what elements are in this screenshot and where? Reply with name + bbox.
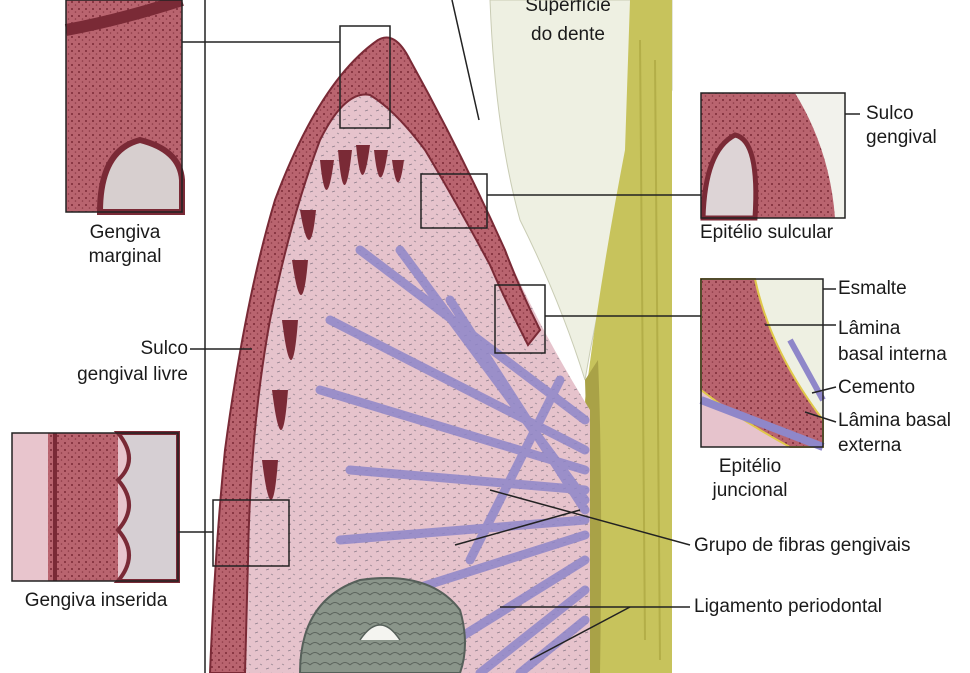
label-sulco-gengival-livre-line1: Sulco [40,338,188,360]
label-lamina-basal-externa-line2: externa [838,435,901,457]
label-epitelio-sulcular: Epitélio sulcular [700,222,833,244]
label-gengiva-marginal-line2: marginal [70,246,180,268]
label-epitelio-juncional-line1: Epitélio [695,456,805,478]
label-gengiva-marginal-line1: Gengiva [70,222,180,244]
inset-epitelio-sulcular [701,93,845,218]
label-sulco-gengival-livre-line2: gengival livre [40,364,188,386]
label-sulco-gengival-line1: Sulco [866,103,914,125]
inset-gengiva-marginal [66,0,182,212]
label-ligamento-periodontal: Ligamento periodontal [694,596,882,618]
label-sulco-gengival-line2: gengival [866,127,937,149]
label-lamina-basal-externa-line1: Lâmina basal [838,410,951,432]
inset-gengiva-inserida [12,433,178,581]
label-grupo-fibras-gengivais: Grupo de fibras gengivais [694,535,911,557]
label-esmalte: Esmalte [838,278,907,300]
label-lamina-basal-interna-line2: basal interna [838,344,947,366]
label-epitelio-juncional-line2: juncional [695,480,805,502]
label-gengiva-inserida: Gengiva inserida [6,590,186,612]
label-superficie-line2: do dente [508,24,628,46]
label-superficie-line1: Superfície [508,0,628,17]
label-lamina-basal-interna-line1: Lâmina [838,318,900,340]
label-cemento: Cemento [838,377,915,399]
inset-epitelio-juncional [701,279,823,447]
